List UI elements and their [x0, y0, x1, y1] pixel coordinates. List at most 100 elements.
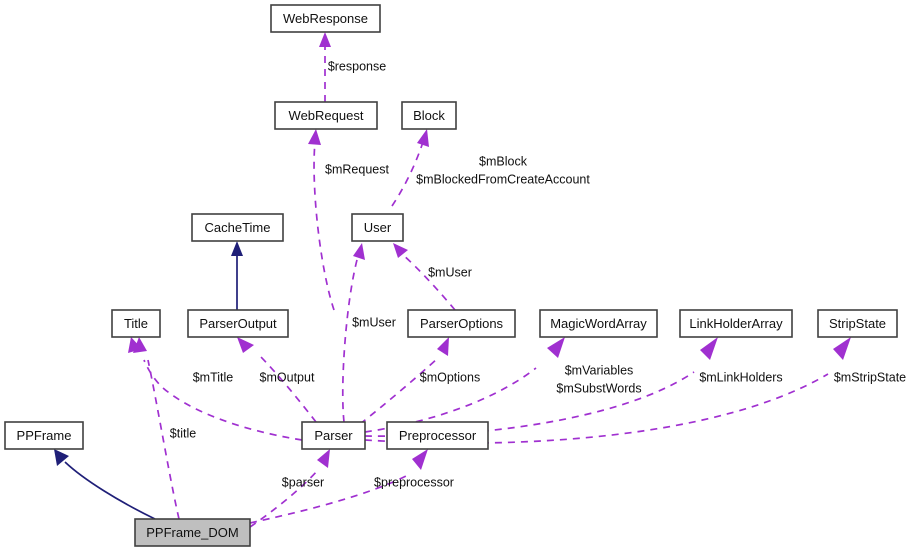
- edge-label-muser-options: $mUser: [428, 265, 472, 279]
- edge-label-mblock-2: $mBlockedFromCreateAccount: [416, 172, 590, 186]
- node-magicwordarray-label: MagicWordArray: [550, 316, 647, 331]
- arrowhead-preprocessor: [412, 449, 428, 470]
- edge-preprocessor: [249, 449, 428, 524]
- arrowhead-mstripstate: [833, 337, 851, 360]
- node-parser-box[interactable]: [301, 421, 366, 450]
- edge-title: [128, 337, 180, 520]
- node-ppframe-box[interactable]: [4, 421, 84, 450]
- node-preprocessor-box[interactable]: [386, 421, 489, 450]
- edge-label-mlinkholders: $mLinkHolders: [699, 370, 782, 384]
- node-cachetime-label: CacheTime: [205, 220, 271, 235]
- arrowhead-parser: [317, 449, 330, 468]
- edge-path-ppframe-inherit: [64, 461, 156, 520]
- edge-path-mvariables: [364, 367, 537, 433]
- node-parser-label: Parser: [314, 428, 353, 443]
- edge-path-mtitle: [143, 359, 303, 441]
- edge-mvariables: [364, 337, 565, 433]
- node-ppframe[interactable]: PPFrame: [4, 421, 84, 450]
- edge-label-msubstwords: $mSubstWords: [556, 381, 641, 395]
- node-title-box[interactable]: [111, 309, 161, 338]
- edge-path-preprocessor: [249, 473, 411, 524]
- node-ppframe-dom-label: PPFrame_DOM: [146, 525, 238, 540]
- edge-label-mstripstate: $mStripState: [834, 370, 906, 384]
- edge-label-parser: $parser: [282, 475, 324, 489]
- node-parseroptions-label: ParserOptions: [420, 316, 504, 331]
- node-stripstate-label: StripState: [829, 316, 886, 331]
- edge-mtitle: [133, 337, 303, 441]
- edge-label-moptions: $mOptions: [420, 370, 480, 384]
- node-webresponse[interactable]: WebResponse: [270, 4, 381, 33]
- arrowhead-moptions: [437, 337, 449, 356]
- edge-label-preprocessor: $preprocessor: [374, 475, 454, 489]
- edge-label-moutput: $mOutput: [260, 370, 315, 384]
- edge-path-muser-options: [401, 253, 456, 311]
- node-preprocessor-label: Preprocessor: [399, 428, 477, 443]
- node-webresponse-label: WebResponse: [283, 11, 368, 26]
- edge-muser-options: [393, 243, 456, 311]
- node-magicwordarray-box[interactable]: [539, 309, 658, 338]
- edge-muser-parser: [341, 243, 365, 423]
- node-block[interactable]: Block: [401, 101, 457, 130]
- edge-label-mvariables: $mVariables: [565, 363, 634, 377]
- node-linkholderarray-box[interactable]: [679, 309, 793, 338]
- node-ppframe-dom[interactable]: PPFrame_DOM: [134, 518, 251, 547]
- node-parseroptions[interactable]: ParserOptions: [407, 309, 516, 338]
- node-group: WebResponse WebRequest Block CacheTime U…: [4, 4, 898, 547]
- edge-ppframe-inherit: [54, 449, 156, 520]
- arrowhead-mblock: [417, 129, 429, 147]
- edge-moutput: [237, 337, 317, 423]
- node-webrequest-box[interactable]: [274, 101, 378, 130]
- node-magicwordarray[interactable]: MagicWordArray: [539, 309, 658, 338]
- node-block-label: Block: [413, 108, 445, 123]
- edge-label-title: $title: [170, 426, 196, 440]
- node-parser[interactable]: Parser: [301, 421, 366, 450]
- node-user-box[interactable]: [351, 213, 404, 242]
- edge-moptions: [359, 337, 449, 425]
- edge-mblock: [391, 129, 429, 207]
- arrowhead-cachetime-inherit: [231, 241, 243, 256]
- node-parseroutput-box[interactable]: [187, 309, 289, 338]
- arrowhead-mlinkholders: [700, 337, 718, 360]
- node-webrequest-label: WebRequest: [289, 108, 364, 123]
- node-parseroptions-box[interactable]: [407, 309, 516, 338]
- node-title-label: Title: [124, 316, 148, 331]
- node-cachetime-box[interactable]: [191, 213, 284, 242]
- edge-path-muser-parser: [341, 255, 359, 423]
- node-preprocessor[interactable]: Preprocessor: [386, 421, 489, 450]
- node-linkholderarray[interactable]: LinkHolderArray: [679, 309, 793, 338]
- edge-label-group: $response $mRequest $mBlock $mBlockedFro…: [170, 59, 906, 489]
- node-parseroutput[interactable]: ParserOutput: [187, 309, 289, 338]
- edge-path-title: [147, 359, 180, 520]
- node-ppframe-dom-box[interactable]: [134, 518, 251, 547]
- node-stripstate[interactable]: StripState: [817, 309, 898, 338]
- edge-label-muser-parser: $mUser: [352, 315, 396, 329]
- arrowhead-muser-parser: [353, 243, 365, 260]
- edge-mrequest: [308, 129, 335, 311]
- edge-path-mblock: [391, 141, 424, 207]
- edge-label-mrequest: $mRequest: [325, 162, 389, 176]
- node-block-box[interactable]: [401, 101, 457, 130]
- node-stripstate-box[interactable]: [817, 309, 898, 338]
- arrowhead-muser-options: [393, 243, 408, 258]
- node-title[interactable]: Title: [111, 309, 161, 338]
- node-cachetime[interactable]: CacheTime: [191, 213, 284, 242]
- edge-label-mtitle: $mTitle: [193, 370, 234, 384]
- arrowhead-mvariables: [547, 337, 565, 358]
- edge-group-inheritance: [54, 241, 243, 520]
- node-webresponse-box[interactable]: [270, 4, 381, 33]
- edge-path-parser: [249, 469, 319, 528]
- node-parseroutput-label: ParserOutput: [199, 316, 277, 331]
- edge-parser: [249, 449, 330, 528]
- edge-response: [319, 32, 331, 102]
- node-ppframe-label: PPFrame: [17, 428, 72, 443]
- arrowhead-ppframe-inherit: [54, 449, 69, 466]
- edge-label-mblock-1: $mBlock: [479, 154, 528, 168]
- edge-label-response: $response: [328, 59, 386, 73]
- node-user[interactable]: User: [351, 213, 404, 242]
- edge-path-moutput: [257, 353, 317, 423]
- edge-path-moptions: [359, 357, 439, 425]
- edge-path-mrequest: [313, 141, 335, 311]
- node-webrequest[interactable]: WebRequest: [274, 101, 378, 130]
